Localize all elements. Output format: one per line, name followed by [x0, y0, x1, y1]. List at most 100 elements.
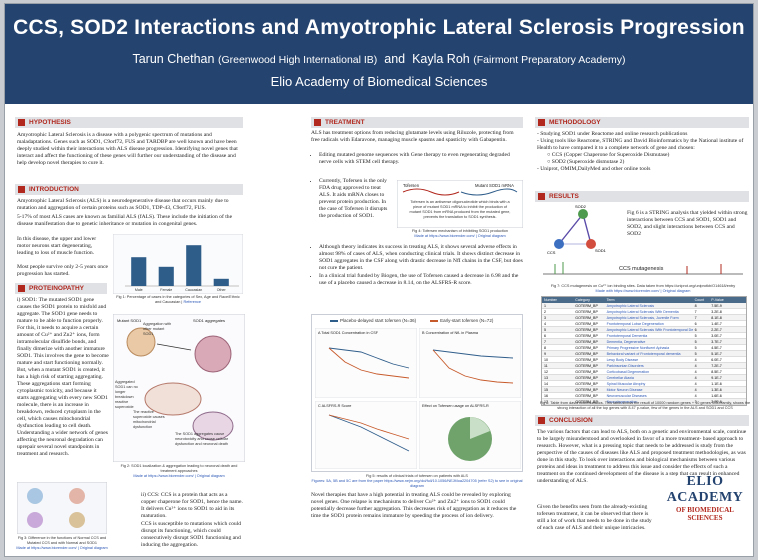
table-cell-term[interactable]: Amyotrophic Lateral Sclerosis With Demen… [606, 310, 679, 314]
table-cell-term[interactable]: Parkinsonian Disorders [606, 364, 644, 368]
table-cell-category: GOTERM_BP [575, 304, 598, 308]
table-cell-category: GOTERM_BP [575, 340, 598, 344]
table-header-term: Term [606, 298, 615, 302]
fig2-note4: The SOD1 aggregates cause neurotoxicity … [175, 432, 228, 446]
table-header-count: Count [694, 298, 705, 302]
table-cell-pvalue: 1.1E-6 [711, 382, 722, 386]
fig6-description: Fig 6 is a STRING analysis that yielded … [627, 210, 748, 237]
methodology-item-2-text: Using tools like Reactome, STRING and Da… [537, 138, 744, 151]
author1-name: Tarun Chethan [132, 52, 215, 66]
panel-a-series-early [328, 347, 410, 379]
table-cell-term[interactable]: Corticobasal Degeneration [606, 370, 650, 374]
node-label-sod1: SOD1 [595, 248, 607, 253]
fig2-note1: Aggregation with other mutant SOD1 [143, 322, 172, 336]
fig1-caption: Fig 1: Percentage of cases in the catego… [113, 295, 243, 305]
panel-d-title: Effect on Tofersen usage on ALSFRS-R [422, 404, 489, 408]
table-cell-number: 11 [544, 364, 548, 368]
table-cell-term[interactable]: Frontotemporal Lobar Degeneration [606, 322, 664, 326]
table-cell-term[interactable]: Frontotemporal Dementia [606, 334, 648, 338]
fig7-caption-text: Fig 7: CCS mutagenesis on Cu²⁺ ion bindi… [550, 284, 736, 288]
table-cell-term[interactable]: Lewy Body Disease [606, 358, 639, 362]
normal-ccs-icon [27, 488, 43, 504]
fig5-caption-link[interactable]: Figures: 5A, 5B and 5C are from the pape… [311, 479, 523, 488]
table-cell-category: GOTERM_BP [575, 316, 598, 320]
fig5-results-panel: Placebo-delayed start tofersen (N=36) Ea… [311, 314, 523, 472]
fig4-text: Tofersen is an antisense oligonucleotide… [409, 200, 511, 219]
table-cell-count: 4 [694, 376, 697, 380]
table-cell-count: 5 [694, 352, 697, 356]
fig1-bar [131, 257, 147, 286]
node-label-ccs: CCS [547, 250, 556, 255]
table-cell-pvalue: 2.0E-6 [711, 400, 722, 404]
fig1-reference-link[interactable]: Reference [183, 300, 201, 304]
table-cell-term[interactable]: Amyotrophic Lateral Sclerosis [606, 304, 655, 308]
mutant-sod1-icon [126, 327, 156, 357]
title-banner: CCS, SOD2 Interactions and Amyotrophic L… [5, 4, 753, 104]
logo-line1: ELIO ACADEMY [666, 474, 744, 505]
table-cell-term[interactable]: Neurodegeneration [606, 400, 638, 404]
table-cell-term[interactable]: Neuromuscular Diseases [606, 394, 647, 398]
table-cell-category: GOTERM_BP [575, 346, 598, 350]
table-cell-number: 17 [544, 400, 548, 404]
methodology-sub-1-text: CCS (Copper Chaperone for Superoxide Dis… [551, 152, 670, 158]
table-cell-category: GOTERM_BP [575, 400, 598, 404]
fig2-note2: Aggregated SOD1 can no longer breakdown … [115, 380, 138, 409]
fig1-bar [213, 278, 229, 286]
table-cell-term[interactable]: Dementia, Degenerative [606, 340, 646, 344]
table-cell-number: 3 [544, 316, 546, 320]
table-cell-category: GOTERM_BP [575, 310, 598, 314]
panel-d-chart: Effect on Tofersen usage on ALSFRS-R [419, 401, 521, 469]
table-cell-term[interactable]: Motor Neuron Disease [606, 388, 643, 392]
proteinopathy-p1: i) SOD1: The mutated SOD1 gene causes th… [17, 297, 109, 429]
table-cell-term[interactable]: Amyotrophic Lateral Sclerosis With Front… [606, 328, 693, 332]
author2-name: Kayla Roh [412, 52, 470, 66]
table-cell-count: 4 [694, 370, 697, 374]
table-cell-pvalue: 5.1E-7 [711, 352, 722, 356]
table-cell-pvalue: 1.6E-6 [711, 394, 722, 398]
table-cell-pvalue: 1.3E-6 [711, 388, 722, 392]
fig7-caption: Fig 7: CCS mutagenesis on Cu²⁺ ion bindi… [537, 284, 749, 294]
table-cell-count: 6 [694, 328, 697, 332]
fig2-note3: The reactive superoxide causes mitochond… [133, 410, 165, 429]
table-cell-pvalue: 3.2E-8 [711, 310, 722, 314]
fig2-link[interactable]: Made at https://www.biorender.com/ | Ori… [133, 474, 225, 478]
table-cell-pvalue: 8.5E-7 [711, 370, 722, 374]
table-cell-term[interactable]: Behavioral variant of Frontotemporal dem… [606, 352, 681, 356]
table-cell-category: GOTERM_BP [575, 328, 598, 332]
fig7-link[interactable]: Made with https://www.biorender.com/ | O… [595, 289, 691, 293]
fig2-label-left: Mutant SOD1 [117, 318, 142, 323]
table-cell-term[interactable]: Primary Progressive Nonfluent Aphasia [606, 346, 670, 350]
table-cell-pvalue: 1.4E-7 [711, 322, 722, 326]
proteinopathy-p2: Understanding a wider network of genes a… [17, 430, 108, 457]
treatment-bullet-4: In a clinical trial funded by Biogen, th… [319, 273, 523, 287]
conclusion-p1: The various factors that can lead to ALS… [537, 429, 747, 484]
table-cell-number: 4 [544, 322, 546, 326]
fig1-caption-text: Fig 1: Percentage of cases in the catego… [116, 295, 240, 304]
tofersen-strand-icon [402, 188, 460, 196]
treatment-bullets-mid: Currently, Tofersen is the only FDA drug… [311, 178, 393, 221]
table-cell-count: 4 [694, 364, 697, 368]
fig5-legend: Placebo-delayed start tofersen (N=36) Ea… [330, 318, 493, 323]
results-heading: RESULTS [535, 191, 749, 202]
table-cell-number: 6 [544, 334, 546, 338]
fig4-link[interactable]: Made at https://www.biorender.com/ | Ori… [414, 234, 506, 238]
panel-b-series-placebo [432, 349, 514, 359]
hypothesis-text: Amyotrophic Lateral Sclerosis is a disea… [17, 132, 238, 166]
neuron-icon [192, 411, 234, 441]
fig8-caption: Fig 8: Table from david bioinformatics. … [539, 401, 751, 410]
table-header-category: Category [575, 298, 590, 302]
fig4-caption: Fig 4: Tofersen mechanism of inhibiting … [397, 229, 523, 239]
treatment-bullet-list-1: Editing mutated genome sequences with Ge… [311, 152, 523, 166]
table-cell-term[interactable]: Cerebellar Ataxia [606, 376, 634, 380]
table-cell-category: GOTERM_BP [575, 370, 598, 374]
fig4-tofersen-diagram: Tofersen Mutant SOD1 mRNA [397, 180, 523, 228]
fig3-link[interactable]: Made at https://www.biorender.com/ | Ori… [16, 546, 108, 550]
table-cell-term[interactable]: Spinal Muscular Atrophy [606, 382, 646, 386]
table-cell-term[interactable]: Amyotrophic Lateral Sclerosis, Juvenile … [606, 316, 679, 320]
